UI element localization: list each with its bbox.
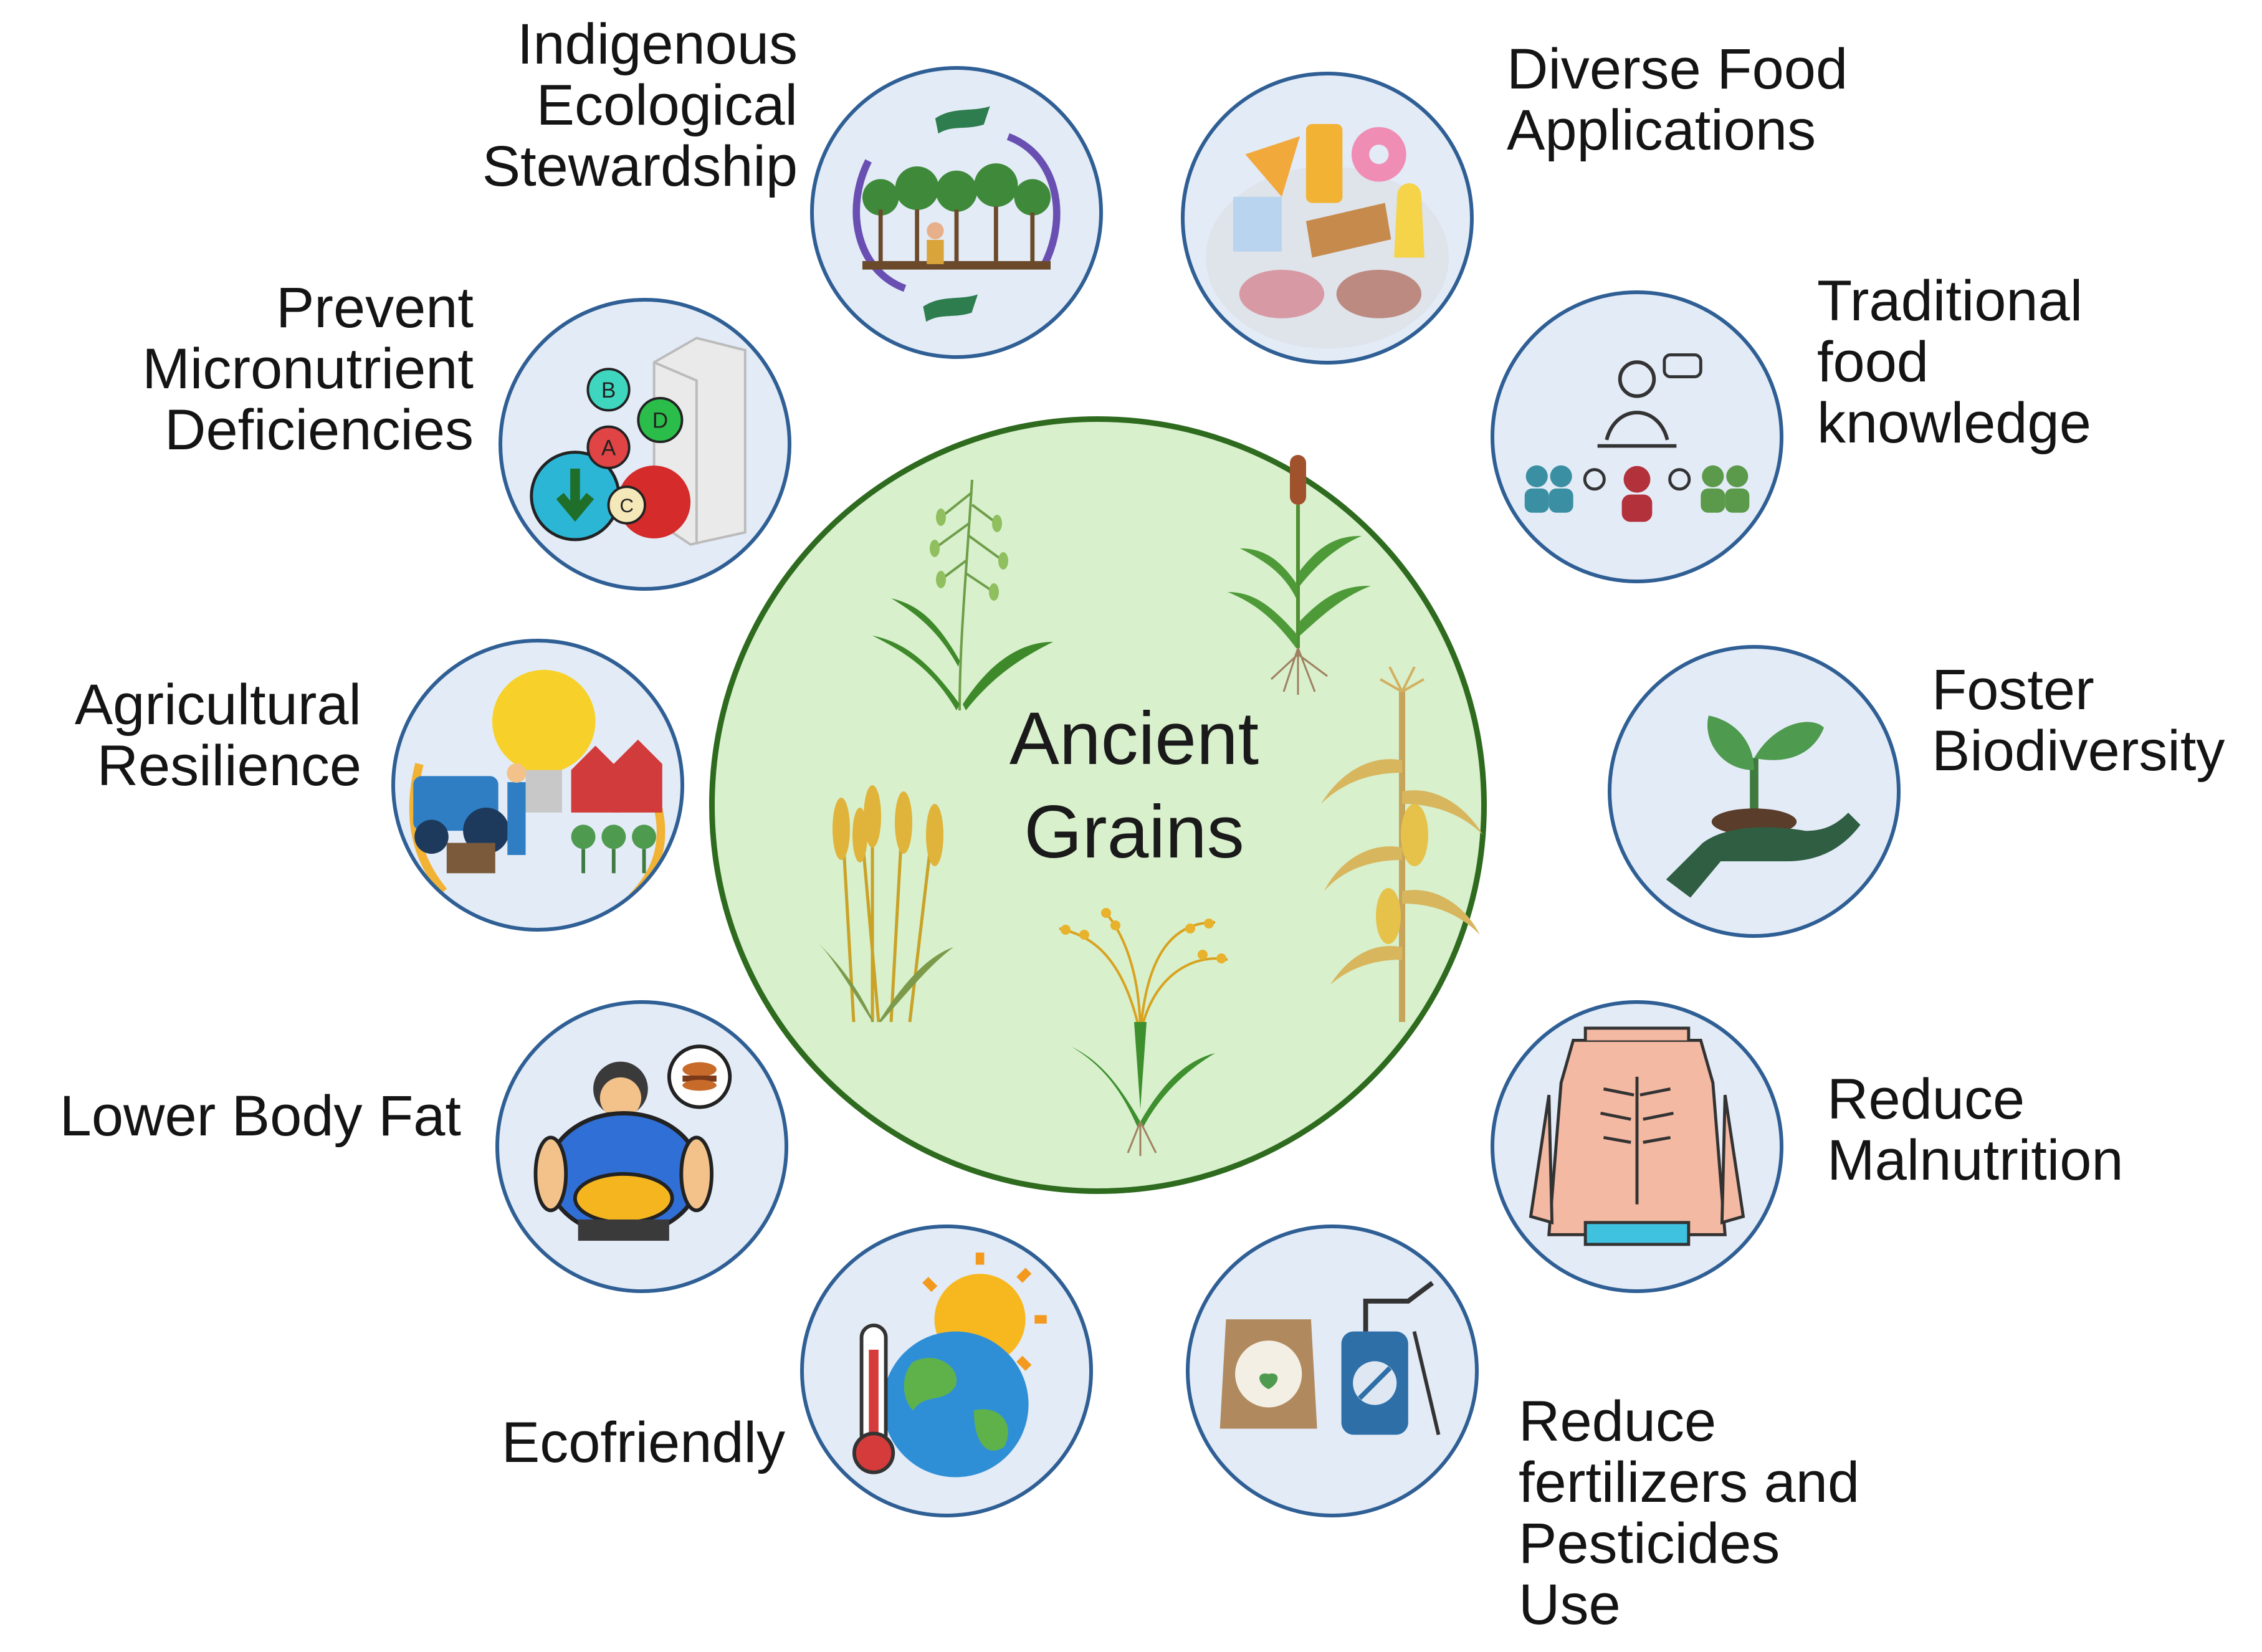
wheat-plant-icon bbox=[816, 785, 953, 1023]
center-title: Ancient Grains bbox=[1009, 697, 1259, 874]
micronutrient-node: A B C D bbox=[499, 298, 791, 591]
fertilizers-node bbox=[1186, 1225, 1479, 1517]
earth-sun-thermometer-icon bbox=[852, 1252, 1047, 1478]
sorghum-plant-icon bbox=[1228, 455, 1371, 695]
diverse-food-node bbox=[1181, 72, 1474, 365]
obese-person-burger-icon bbox=[533, 1044, 732, 1241]
rice-plant-icon bbox=[1059, 908, 1228, 1156]
body-fat-label: Lower Body Fat bbox=[59, 1084, 461, 1148]
farm-tractor-bulb-icon bbox=[409, 669, 666, 901]
indigenous-stewardship-label: Indigenous Ecological Stewardship bbox=[482, 12, 798, 198]
traditional-knowledge-node bbox=[1491, 290, 1783, 583]
body-fat-node bbox=[495, 1000, 788, 1293]
maize-plant-icon bbox=[1321, 667, 1483, 1022]
ecofriendly-node bbox=[800, 1225, 1093, 1517]
resilience-label: Agricultural Resilience bbox=[74, 673, 361, 798]
traditional-knowledge-label: Traditional food knowledge bbox=[1817, 269, 2091, 455]
food-products-plate-icon bbox=[1206, 123, 1449, 349]
fertilizer-sprayer-icon bbox=[1219, 1281, 1441, 1435]
biodiversity-label: Foster Biodiversity bbox=[1932, 658, 2225, 783]
malnutrition-node bbox=[1491, 1000, 1783, 1293]
thin-torso-icon bbox=[1529, 1026, 1745, 1246]
ecofriendly-label: Ecofriendly bbox=[501, 1411, 785, 1474]
biodiversity-node bbox=[1608, 645, 1901, 938]
malnutrition-label: Reduce Malnutrition bbox=[1827, 1067, 2124, 1192]
diverse-food-label: Diverse Food Applications bbox=[1507, 37, 1848, 162]
oat-plant-icon bbox=[872, 479, 1053, 711]
vitamin-d-letter: D bbox=[652, 409, 668, 433]
teacher-audience-icon bbox=[1524, 353, 1750, 522]
fertilizers-label: Reduce fertilizers and Pesticides Use bbox=[1519, 1390, 1860, 1636]
vitamins-apple-milk-icon: A B C D bbox=[530, 337, 747, 546]
forest-hands-cycle-icon bbox=[852, 106, 1061, 322]
micronutrient-label: Prevent Micronutrient Deficiencies bbox=[142, 276, 474, 462]
vitamin-c-letter: C bbox=[620, 495, 634, 517]
indigenous-stewardship-node bbox=[810, 66, 1103, 359]
vitamin-a-letter: A bbox=[601, 436, 616, 461]
hand-sprout-icon bbox=[1666, 715, 1861, 898]
vitamin-b-letter: B bbox=[601, 378, 616, 403]
resilience-node bbox=[391, 639, 684, 932]
